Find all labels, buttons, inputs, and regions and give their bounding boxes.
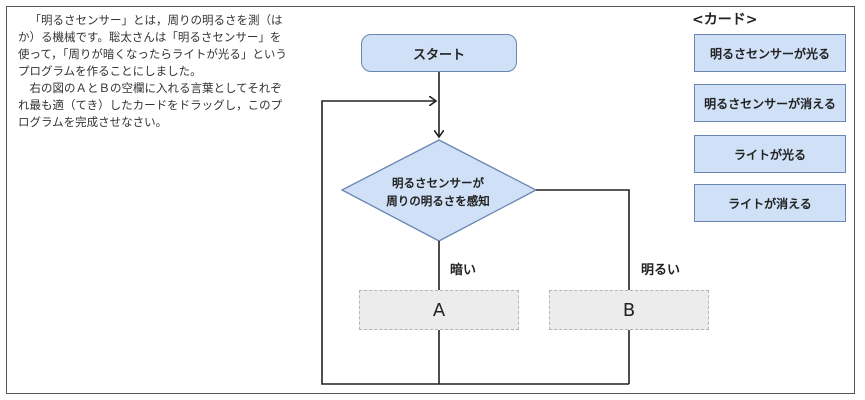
line-decision-to-b	[536, 189, 630, 290]
card-sensor-lights[interactable]: 明るさセンサーが光る	[694, 34, 846, 72]
question-text: 「明るさセンサー」とは，周りの明るさを測（はか）る機械です。聡太さんは「明るさセ…	[18, 12, 290, 131]
drop-zone-a[interactable]: A	[359, 290, 519, 330]
decision-label: 明るさセンサーが 周りの明るさを感知	[368, 174, 508, 210]
branch-label-bright: 明るい	[641, 263, 681, 278]
loop-back-arrow	[321, 101, 629, 385]
card-light-on[interactable]: ライトが光る	[694, 135, 846, 173]
instruction-paragraph-1: 「明るさセンサー」とは，周りの明るさを測（はか）る機械です。聡太さんは「明るさセ…	[18, 13, 287, 78]
card-sensor-off[interactable]: 明るさセンサーが消える	[694, 84, 846, 122]
decision-label-line-2: 周りの明るさを感知	[386, 194, 490, 208]
drop-zone-b-label: B	[622, 299, 636, 321]
drop-zone-a-label: A	[432, 299, 446, 321]
drop-zone-b[interactable]: B	[549, 290, 709, 330]
cards-heading: <カード>	[692, 12, 758, 28]
start-terminal: スタート	[361, 34, 517, 72]
decision-label-line-1: 明るさセンサーが	[392, 176, 484, 190]
branch-label-dark: 暗い	[450, 263, 477, 278]
instruction-paragraph-2: 右の図のＡとＢの空欄に入れる言葉としてそれぞれ最も適（てき）したカードをドラッグ…	[18, 81, 283, 129]
card-light-off[interactable]: ライトが消える	[694, 184, 846, 222]
question-frame	[6, 6, 855, 394]
